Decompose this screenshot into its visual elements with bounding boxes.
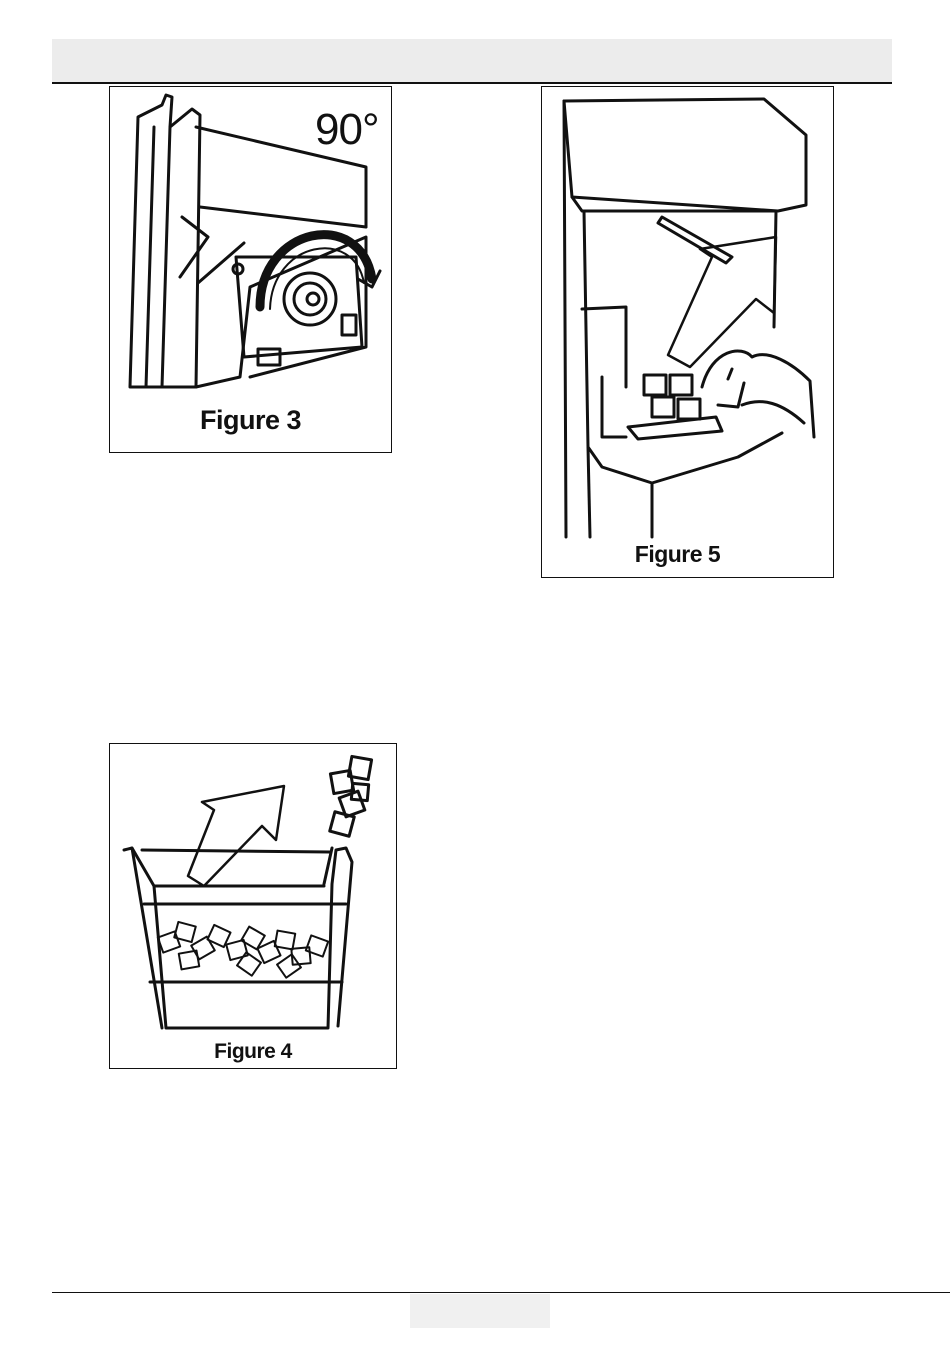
figure-5: Figure 5 bbox=[541, 86, 834, 578]
rotation-angle-label: 90° bbox=[315, 105, 379, 155]
figure-4-caption: Figure 4 bbox=[110, 1040, 396, 1064]
dispenser-bucket-removal-illustration bbox=[542, 87, 835, 579]
footer-rule bbox=[52, 1292, 950, 1293]
figure-3-caption: Figure 3 bbox=[110, 405, 391, 436]
header-band bbox=[52, 39, 892, 84]
figure-3: 90° Figure 3 bbox=[109, 86, 392, 453]
page-number-tab bbox=[410, 1294, 550, 1328]
ice-bucket-empty-illustration bbox=[110, 744, 398, 1070]
figure-4: Figure 4 bbox=[109, 743, 397, 1069]
figure-5-caption: Figure 5 bbox=[532, 541, 823, 568]
